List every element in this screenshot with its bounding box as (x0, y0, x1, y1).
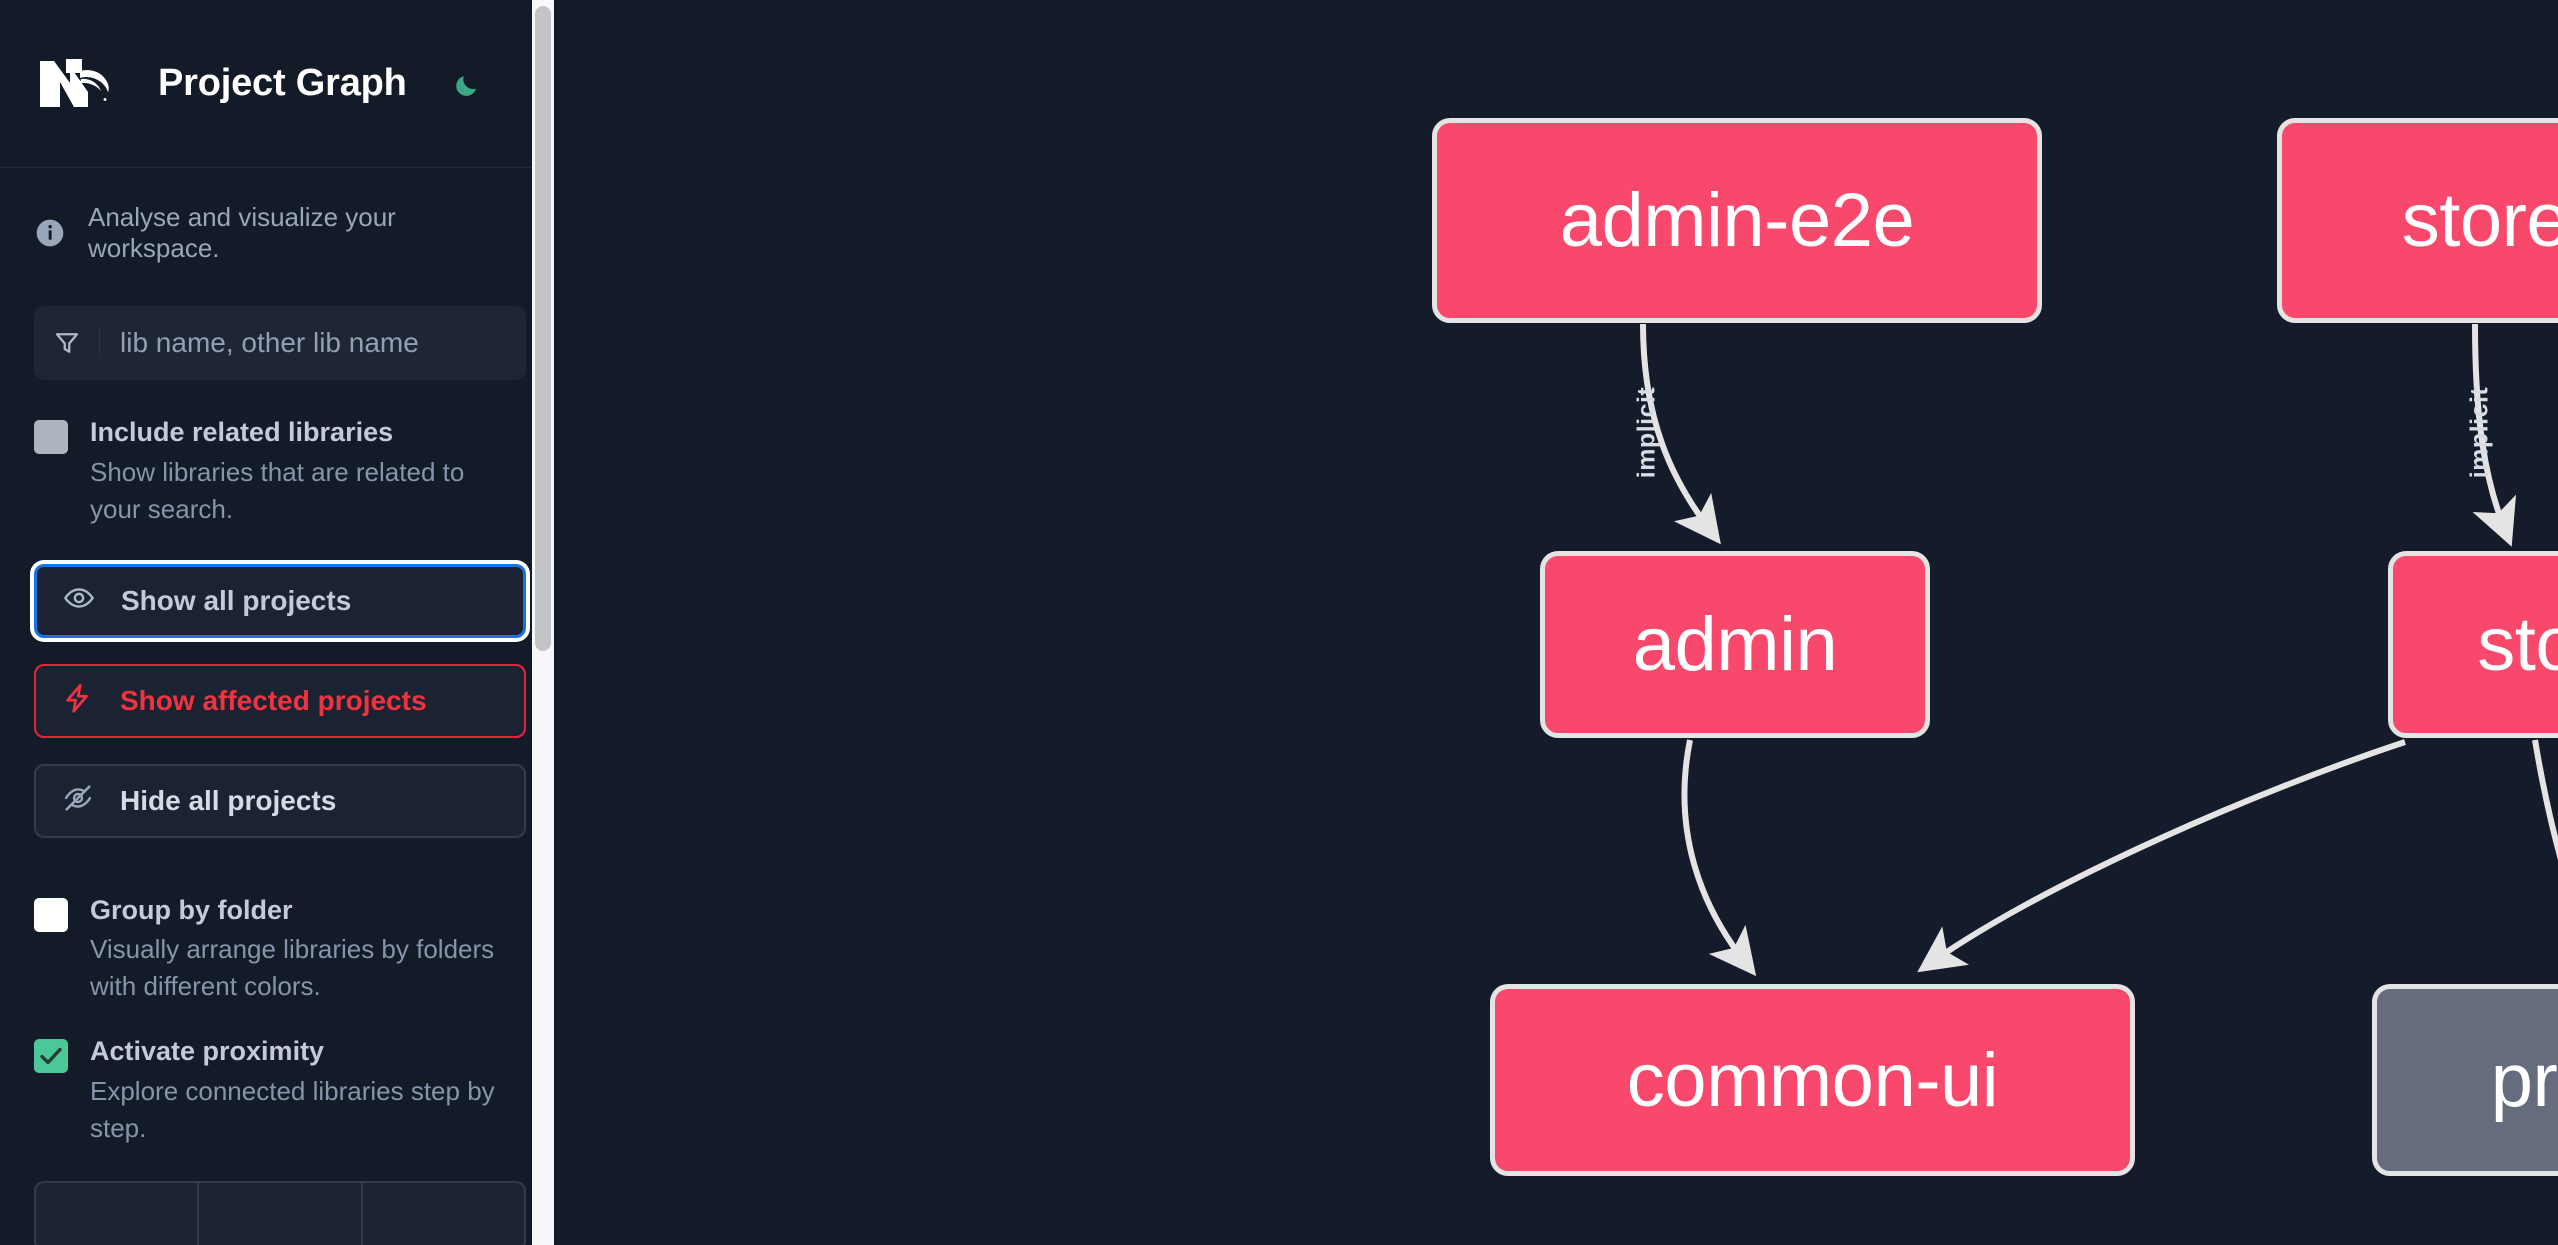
include-related-libraries-body: Include related libraries Show libraries… (90, 416, 520, 528)
sidebar-scrollbar-thumb[interactable] (535, 6, 551, 651)
activate-proximity-checkbox[interactable] (34, 1039, 68, 1074)
info-banner-text: Analyse and visualize your workspace. (88, 202, 396, 263)
graph-node-products[interactable]: products (2372, 984, 2558, 1176)
show-affected-projects-label: Show affected projects (120, 684, 427, 716)
show-all-projects-button[interactable]: Show all projects (34, 563, 526, 638)
info-banner: Analyse and visualize your workspace. (0, 168, 560, 264)
group-by-folder-description: Visually arrange libraries by folders wi… (90, 934, 495, 1002)
eye-icon (63, 582, 95, 619)
search-section (0, 264, 560, 380)
edge-admin-e2e-admin (1640, 323, 1721, 545)
include-related-libraries-label: Include related libraries (90, 417, 394, 447)
sidebar: Project Graph Analyse and visualize your… (0, 0, 560, 1245)
graph-node-label: admin-e2e (1559, 178, 1915, 263)
edge-store-common-ui (1917, 739, 2406, 973)
group-by-folder-body: Group by folder Visually arrange librari… (90, 894, 520, 1006)
graph-node-label: store (2477, 602, 2558, 687)
activate-proximity-description: Explore connected libraries step by step… (90, 1075, 495, 1143)
include-related-libraries-description: Show libraries that are related to your … (90, 456, 465, 524)
edge-label-admin-implicit: implicit (1632, 386, 1661, 479)
info-icon (34, 217, 66, 249)
page-title: Project Graph (158, 62, 407, 104)
graph-node-label: common-ui (1626, 1037, 1999, 1123)
graph-node-admin-e2e[interactable]: admin-e2e (1432, 118, 2042, 323)
moon-icon[interactable] (445, 61, 491, 107)
edge-store-e2e-store (2472, 323, 2517, 547)
show-affected-projects-button[interactable]: Show affected projects (34, 663, 526, 738)
graph-node-label: store-e2e (2401, 178, 2558, 263)
edge-admin-common-ui (1681, 739, 1757, 977)
graph-canvas[interactable]: admin-e2e store-e2e admin store common-u… (560, 0, 2558, 1245)
include-related-libraries-checkbox[interactable] (34, 420, 68, 454)
segmented-control-peek[interactable] (0, 1180, 560, 1245)
sidebar-edge (554, 0, 560, 1245)
sidebar-scrollbar-track[interactable] (532, 0, 554, 1245)
segmented-control[interactable] (34, 1180, 526, 1245)
graph-node-admin[interactable]: admin (1540, 551, 1930, 738)
segment-3[interactable] (363, 1183, 524, 1245)
eye-off-icon (62, 782, 94, 819)
graph-node-store[interactable]: store (2388, 551, 2558, 738)
search-box[interactable] (34, 306, 526, 380)
edge-label-store-implicit: implicit (2465, 386, 2494, 479)
hide-all-projects-label: Hide all projects (120, 784, 337, 816)
check-icon (40, 1047, 62, 1065)
include-related-libraries-row[interactable]: Include related libraries Show libraries… (0, 380, 560, 528)
graph-node-label: products (2490, 1037, 2558, 1123)
edge-store-products (2532, 739, 2558, 861)
graph-edges (1640, 323, 2558, 977)
projects-button-group: Show all projects Show affected projects (0, 528, 560, 838)
filter-funnel-icon (34, 328, 100, 358)
activate-proximity-label: Activate proximity (90, 1036, 325, 1067)
hide-all-projects-button[interactable]: Hide all projects (34, 763, 526, 838)
show-all-projects-label: Show all projects (121, 584, 352, 616)
segment-1[interactable] (36, 1182, 200, 1245)
activate-proximity-body: Activate proximity Explore connected lib… (90, 1035, 520, 1147)
group-by-folder-label: Group by folder (90, 894, 293, 925)
nx-logo-icon (34, 51, 126, 117)
activate-proximity-row[interactable]: Activate proximity Explore connected lib… (0, 1005, 560, 1147)
group-by-folder-row[interactable]: Group by folder Visually arrange librari… (0, 864, 560, 1006)
lightning-bolt-icon (62, 682, 94, 719)
group-by-folder-checkbox[interactable] (34, 897, 68, 932)
segment-2[interactable] (199, 1182, 363, 1245)
graph-node-store-e2e[interactable]: store-e2e (2277, 118, 2558, 323)
sidebar-header: Project Graph (0, 0, 560, 168)
graph-node-label: admin (1632, 602, 1838, 687)
sidebar-scroll-area[interactable]: Project Graph Analyse and visualize your… (0, 0, 560, 1245)
graph-node-common-ui[interactable]: common-ui (1490, 984, 2135, 1176)
search-input[interactable] (100, 306, 526, 380)
